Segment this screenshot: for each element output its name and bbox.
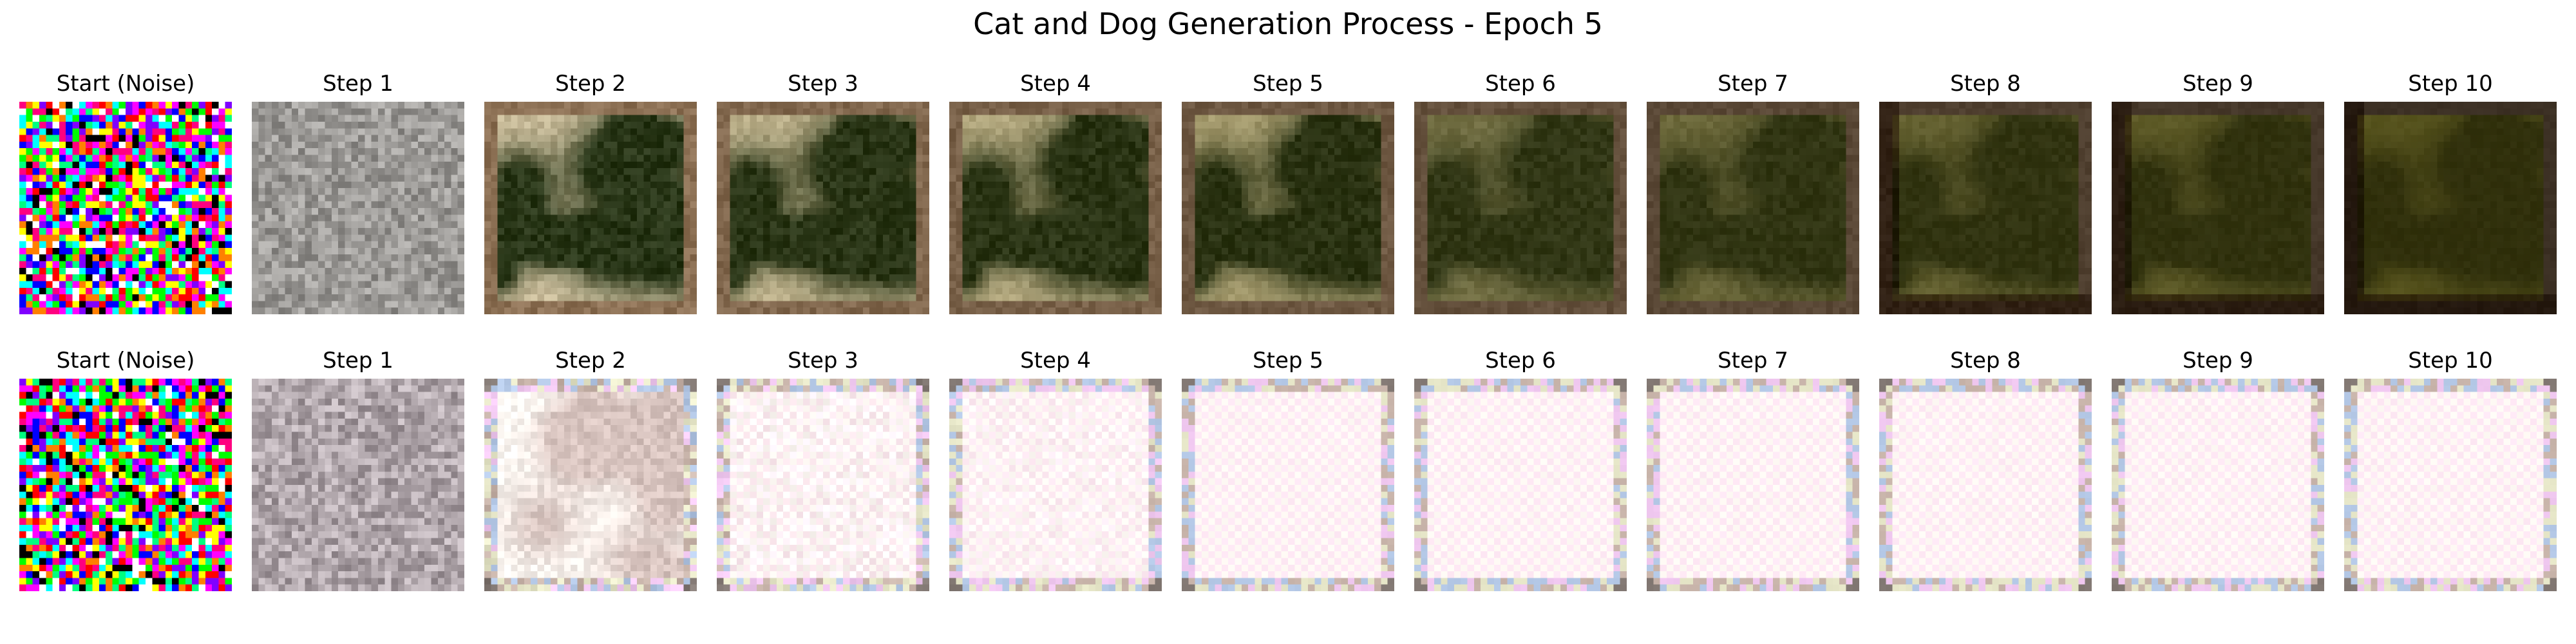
panel-title: Step 7 — [1718, 348, 1788, 374]
generated-image — [949, 379, 1162, 591]
panel-title: Step 2 — [555, 348, 626, 374]
generated-image-canvas — [1182, 379, 1394, 591]
generated-image — [1879, 379, 2092, 591]
panel-row2-step-4: Step 4 — [949, 348, 1162, 592]
generated-image — [1647, 379, 1859, 591]
generation-row-1: Start (Noise) Step 1 Step 2 Step 3 Step 4 Ste… — [0, 71, 2576, 316]
generated-image-canvas — [252, 102, 464, 314]
generated-image — [2112, 102, 2324, 314]
panel-title: Step 4 — [1020, 348, 1091, 374]
generated-image — [717, 379, 929, 591]
generated-image-canvas — [1879, 102, 2092, 314]
generated-image — [1414, 379, 1627, 591]
panel-title: Step 5 — [1253, 71, 1323, 97]
panel-row1-step-8: Step 8 — [1879, 71, 2092, 316]
generated-image — [252, 102, 464, 314]
panel-title: Step 3 — [788, 348, 858, 374]
generated-image — [2344, 379, 2557, 591]
generated-image — [949, 102, 1162, 314]
generated-image — [19, 379, 232, 591]
generated-image-canvas — [949, 379, 1162, 591]
generated-image-canvas — [949, 102, 1162, 314]
generated-image — [2344, 102, 2557, 314]
generated-image-canvas — [717, 102, 929, 314]
generated-image — [1414, 102, 1627, 314]
generated-image — [252, 379, 464, 591]
generated-image-canvas — [484, 102, 697, 314]
panel-title: Step 5 — [1253, 348, 1323, 374]
panel-row1-step-3: Step 3 — [717, 71, 929, 316]
panel-row1-step-7: Step 7 — [1647, 71, 1859, 316]
generated-image-canvas — [19, 102, 232, 314]
panel-row2-step-1: Step 1 — [252, 348, 464, 592]
panel-title: Step 10 — [2408, 348, 2493, 374]
generated-image-canvas — [1182, 102, 1394, 314]
generated-image — [1182, 379, 1394, 591]
panel-row1-step-9: Step 9 — [2112, 71, 2324, 316]
panel-row2-step-8: Step 8 — [1879, 348, 2092, 592]
panel-row1-step-10: Step 10 — [2344, 71, 2557, 316]
generated-image — [1182, 102, 1394, 314]
generated-image-canvas — [2112, 379, 2324, 591]
generated-image — [484, 379, 697, 591]
panel-row2-start: Start (Noise) — [19, 348, 232, 592]
panel-title: Step 2 — [555, 71, 626, 97]
panel-title: Step 7 — [1718, 71, 1788, 97]
panel-title: Step 9 — [2183, 71, 2253, 97]
generated-image-canvas — [252, 379, 464, 591]
generated-image-canvas — [2344, 102, 2557, 314]
panel-title: Step 6 — [1485, 348, 1556, 374]
panel-title: Step 10 — [2408, 71, 2493, 97]
generated-image — [1879, 102, 2092, 314]
panel-row1-step-1: Step 1 — [252, 71, 464, 316]
generated-image — [1647, 102, 1859, 314]
panel-title: Step 1 — [323, 71, 393, 97]
generated-image — [484, 102, 697, 314]
panel-row1-step-2: Step 2 — [484, 71, 697, 316]
panel-row2-step-6: Step 6 — [1414, 348, 1627, 592]
generated-image-canvas — [484, 379, 697, 591]
panel-title: Step 8 — [1950, 348, 2021, 374]
generated-image-canvas — [2112, 102, 2324, 314]
panel-row2-step-10: Step 10 — [2344, 348, 2557, 592]
generated-image-canvas — [717, 379, 929, 591]
generated-image-canvas — [19, 379, 232, 591]
panel-row2-step-3: Step 3 — [717, 348, 929, 592]
generation-row-2: Start (Noise) Step 1 Step 2 Step 3 Step 4 Ste… — [0, 348, 2576, 592]
generated-image-canvas — [2344, 379, 2557, 591]
panel-row1-start: Start (Noise) — [19, 71, 232, 316]
generated-image-canvas — [1414, 102, 1627, 314]
panel-title: Step 6 — [1485, 71, 1556, 97]
panel-row2-step-5: Step 5 — [1182, 348, 1394, 592]
generated-image-canvas — [1647, 102, 1859, 314]
generated-image — [2112, 379, 2324, 591]
generated-image-canvas — [1647, 379, 1859, 591]
panel-row1-step-6: Step 6 — [1414, 71, 1627, 316]
panel-title: Step 3 — [788, 71, 858, 97]
generated-image-canvas — [1879, 379, 2092, 591]
figure-title: Cat and Dog Generation Process - Epoch 5 — [973, 6, 1603, 41]
panel-title: Step 9 — [2183, 348, 2253, 374]
generated-image-canvas — [1414, 379, 1627, 591]
panel-row2-step-7: Step 7 — [1647, 348, 1859, 592]
panel-title: Start (Noise) — [56, 348, 195, 374]
generated-image — [19, 102, 232, 314]
panel-row1-step-4: Step 4 — [949, 71, 1162, 316]
panel-title: Start (Noise) — [56, 71, 195, 97]
panel-row2-step-2: Step 2 — [484, 348, 697, 592]
panel-title: Step 8 — [1950, 71, 2021, 97]
panel-title: Step 4 — [1020, 71, 1091, 97]
panel-row1-step-5: Step 5 — [1182, 71, 1394, 316]
generated-image — [717, 102, 929, 314]
panel-title: Step 1 — [323, 348, 393, 374]
panel-row2-step-9: Step 9 — [2112, 348, 2324, 592]
